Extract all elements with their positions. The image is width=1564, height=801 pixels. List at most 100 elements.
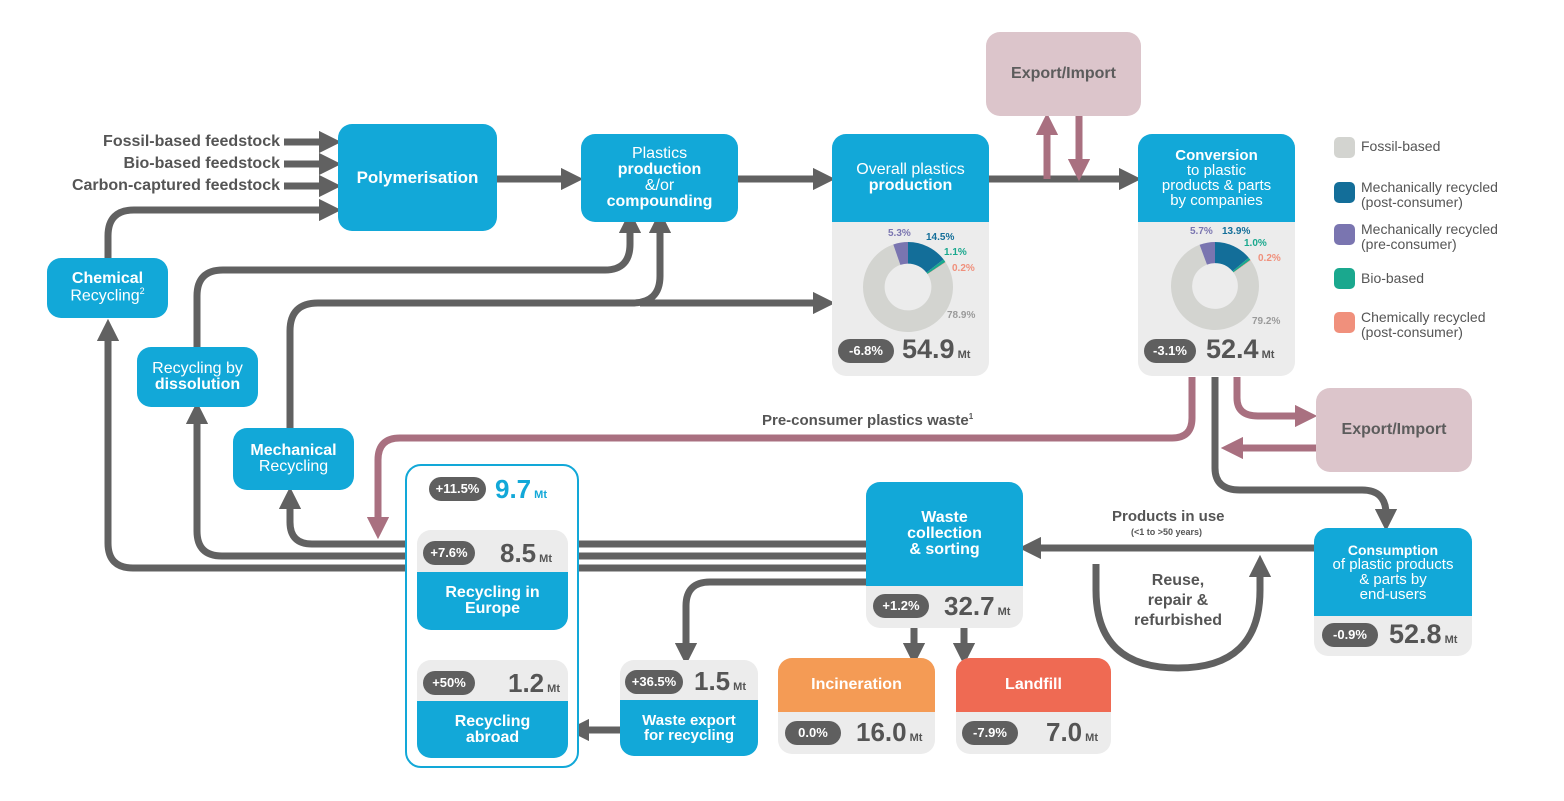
plastics-production-l2: production bbox=[617, 161, 702, 178]
recycling-europe-node: Recycling in Europe bbox=[417, 572, 568, 630]
recycling-abroad-l1: Recycling bbox=[454, 712, 531, 730]
donut-slice-mech-post bbox=[908, 242, 944, 273]
legend-fossil: Fossil-based bbox=[1361, 138, 1441, 154]
donut-slice-mech-post bbox=[1215, 242, 1249, 272]
pct-conv-bio: 1.0% bbox=[1244, 238, 1267, 249]
donut-slice-chem bbox=[927, 261, 946, 275]
consumption-l3: & parts by bbox=[1359, 570, 1427, 588]
donut-slice-bio bbox=[926, 259, 946, 274]
legend-mech-pre: Mechanically recycled(pre-consumer) bbox=[1361, 221, 1498, 253]
dissolution-l2: dissolution bbox=[154, 376, 241, 393]
incineration-change: 0.0% bbox=[785, 721, 841, 745]
export-import-top-node: Export/Import bbox=[986, 32, 1141, 116]
consumption-change: -0.9% bbox=[1322, 623, 1378, 647]
donut-slice-chem bbox=[1233, 259, 1251, 273]
consumption-l4: end-users bbox=[1359, 585, 1427, 603]
conversion-change: -3.1% bbox=[1144, 339, 1196, 363]
conversion-node: Conversion to plastic products & parts b… bbox=[1138, 134, 1295, 222]
conversion-l4: by companies bbox=[1170, 192, 1263, 209]
mechanical-l2: Recycling bbox=[258, 458, 329, 475]
recycling-dissolution-node: Recycling by dissolution bbox=[137, 347, 258, 407]
pct-conv-mech-pre: 5.7% bbox=[1190, 226, 1213, 237]
pct-prod-mech-pre: 5.3% bbox=[888, 228, 911, 239]
donut-overall-production bbox=[863, 242, 953, 332]
waste-export-node: Waste export for recycling bbox=[620, 700, 758, 756]
plastics-production-l4: compounding bbox=[606, 193, 713, 210]
plastics-production-node: Plastics production &/or compounding bbox=[581, 134, 738, 222]
export-import-top-label: Export/Import bbox=[1011, 65, 1116, 82]
overall-production-change: -6.8% bbox=[838, 339, 894, 363]
recycling-total-change: +11.5% bbox=[429, 477, 486, 501]
overall-production-l2: production bbox=[868, 177, 953, 194]
chemical-recycling-l1: Chemical bbox=[71, 270, 144, 288]
pct-prod-bio: 1.1% bbox=[944, 247, 967, 258]
pct-prod-mech-post: 14.5% bbox=[926, 232, 955, 243]
arrow-to-chemical bbox=[96, 318, 408, 572]
landfill-label: Landfill bbox=[1005, 676, 1062, 693]
donut-conversion bbox=[1171, 242, 1259, 330]
waste-collection-l1: Waste bbox=[921, 509, 968, 526]
arrow-dissolution-to-production bbox=[193, 210, 642, 347]
arrow-reuse-loop bbox=[1092, 554, 1272, 672]
products-in-use-sub: (<1 to >50 years) bbox=[1131, 527, 1203, 537]
legend-mech-post: Mechanically recycled(post-consumer) bbox=[1361, 179, 1498, 211]
consumption-node: Consumption of plastic products & parts … bbox=[1314, 528, 1472, 616]
pct-prod-chem: 0.2% bbox=[952, 263, 975, 274]
legend-bio: Bio-based bbox=[1361, 270, 1425, 286]
arrow-export-right bbox=[1233, 377, 1318, 428]
plastics-production-l3: &/or bbox=[644, 177, 675, 194]
arrow-mechanical-to-production bbox=[286, 210, 672, 428]
recycling-abroad-node: Recycling abroad bbox=[417, 701, 568, 758]
donut-slice-mech-pre bbox=[1199, 242, 1215, 265]
chemical-recycling-node: Chemical Recycling2 bbox=[47, 258, 168, 318]
legend-swatch-chem bbox=[1334, 312, 1355, 333]
legend-swatch-mech-post bbox=[1334, 182, 1355, 203]
waste-collection-change: +1.2% bbox=[873, 594, 929, 618]
arrow-conversion-to-consumption bbox=[1211, 377, 1398, 532]
pct-conv-fossil: 79.2% bbox=[1252, 316, 1281, 327]
conversion-l2: to plastic bbox=[1186, 162, 1247, 179]
chemical-recycling-l2: Recycling2 bbox=[70, 286, 145, 305]
landfill-node: Landfill bbox=[956, 658, 1111, 712]
incineration-label: Incineration bbox=[811, 676, 902, 693]
donut-slice-bio bbox=[1232, 257, 1251, 273]
products-in-use-label: Products in use bbox=[1112, 508, 1225, 525]
mechanical-l1: Mechanical bbox=[250, 442, 337, 459]
conversion-l3: products & parts bbox=[1161, 177, 1272, 194]
legend-swatch-fossil bbox=[1334, 137, 1355, 158]
feedstock-bio: Bio-based feedstock bbox=[123, 155, 280, 172]
waste-collection-node: Waste collection & sorting bbox=[866, 482, 1023, 586]
legend-swatch-bio bbox=[1334, 268, 1355, 289]
pct-conv-chem: 0.2% bbox=[1258, 253, 1281, 264]
waste-export-l1: Waste export bbox=[642, 712, 736, 729]
waste-collection-l2: collection bbox=[907, 525, 982, 542]
arrow-chemical-to-polymerisation bbox=[104, 198, 342, 258]
donut-slice-mech-pre bbox=[893, 242, 908, 265]
consumption-l2: of plastic products bbox=[1332, 555, 1454, 573]
arrow-to-mechanical bbox=[278, 486, 408, 548]
recycling-abroad-change: +50% bbox=[423, 671, 475, 695]
polymerisation-label: Polymerisation bbox=[356, 168, 479, 187]
conversion-l1: Conversion bbox=[1175, 147, 1258, 164]
overall-production-l1: Overall plastics bbox=[856, 161, 965, 178]
recycling-europe-l1: Recycling in bbox=[445, 584, 540, 601]
feedstock-carbon: Carbon-captured feedstock bbox=[71, 177, 280, 194]
legend-swatch-mech-pre bbox=[1334, 224, 1355, 245]
waste-export-l2: for recycling bbox=[643, 727, 735, 744]
arrow-waste-to-export bbox=[674, 578, 866, 666]
pct-conv-mech-post: 13.9% bbox=[1222, 226, 1251, 237]
arrow-pre-consumer-waste bbox=[366, 377, 1196, 540]
export-import-right-node: Export/Import bbox=[1316, 388, 1472, 472]
landfill-change: -7.9% bbox=[962, 721, 1018, 745]
polymerisation-node: Polymerisation bbox=[338, 124, 497, 231]
